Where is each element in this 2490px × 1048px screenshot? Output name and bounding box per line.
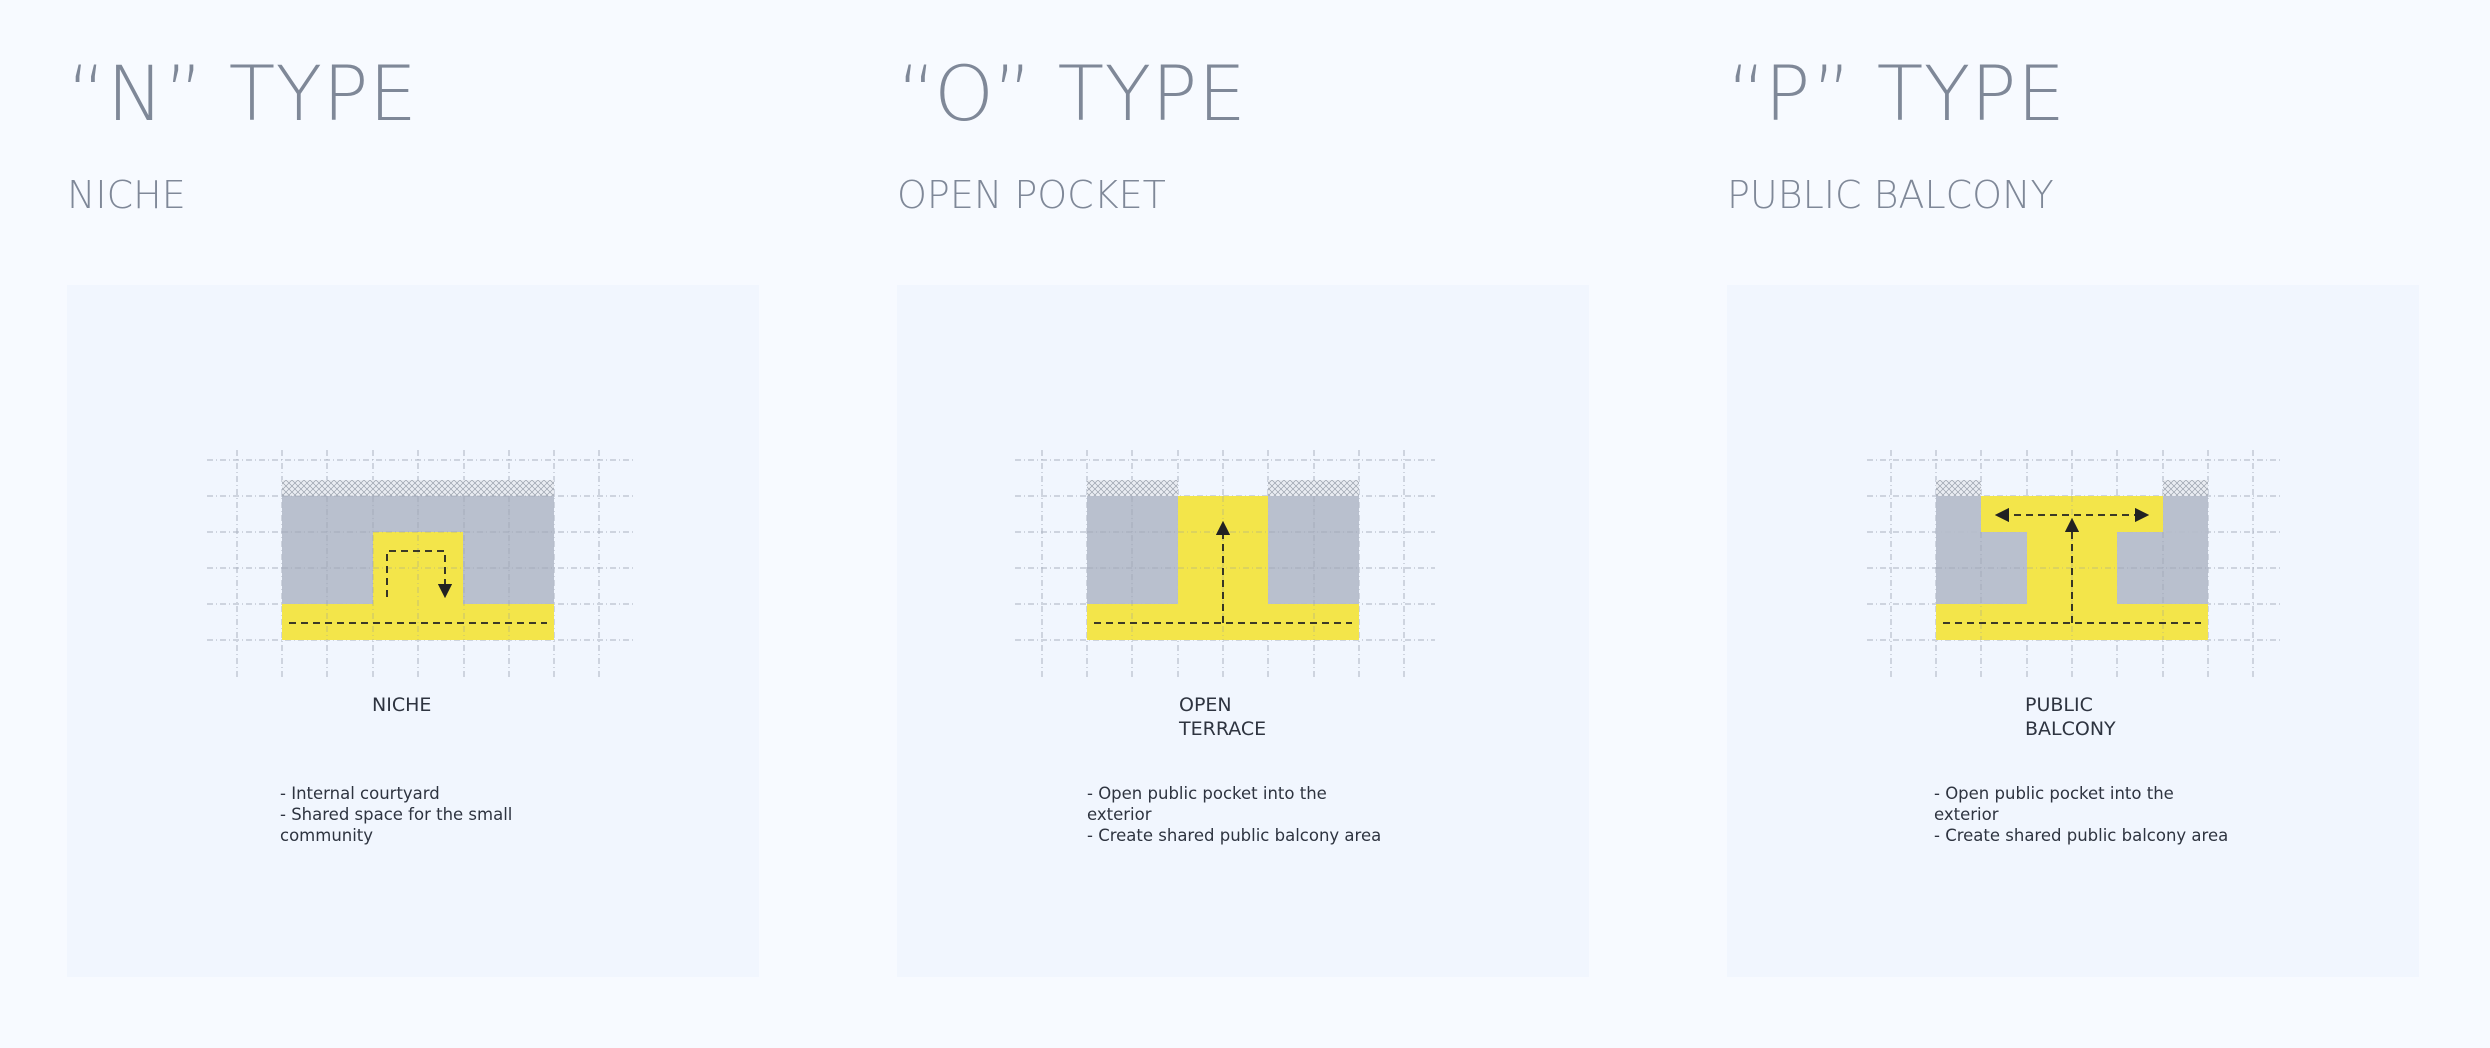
- diagram-label: NICHE: [372, 694, 432, 716]
- roof-hatch: [282, 480, 554, 496]
- type-subtitle: PUBLIC BALCONY: [1727, 173, 2054, 217]
- roof-hatch-right: [1268, 480, 1359, 496]
- roof-hatch-left: [1087, 480, 1178, 496]
- description-line: - Open public pocket into the exterior: [1087, 784, 1327, 824]
- type-subtitle: NICHE: [67, 173, 186, 217]
- type-title: “O” TYPE: [897, 49, 1247, 138]
- diagram-panel: NICHE - Internal courtyard - Shared spac…: [67, 285, 759, 977]
- roof-hatch-left: [1936, 480, 1981, 496]
- description-line: - Internal courtyard: [280, 784, 440, 803]
- open-terrace-diagram: [1015, 450, 1435, 677]
- diagram-label: PUBLIC BALCONY: [2025, 694, 2116, 740]
- building-block-left: [1087, 496, 1178, 604]
- type-subtitle: OPEN POCKET: [897, 173, 1166, 217]
- roof-hatch-right: [2163, 480, 2208, 496]
- type-column-p: “P” TYPE PUBLIC BALCONY: [1727, 0, 2419, 1048]
- circulation-arrow: [386, 550, 453, 599]
- description: - Open public pocket into the exterior -…: [1934, 783, 2234, 846]
- description: - Open public pocket into the exterior -…: [1087, 783, 1387, 846]
- description-line: - Open public pocket into the exterior: [1934, 784, 2174, 824]
- type-title: “P” TYPE: [1727, 49, 2066, 138]
- description: - Internal courtyard - Shared space for …: [280, 783, 540, 846]
- type-column-n: “N” TYPE NICHE: [67, 0, 759, 1048]
- description-line: - Create shared public balcony area: [1087, 826, 1382, 845]
- diagram-panel: OPEN TERRACE - Open public pocket into t…: [897, 285, 1589, 977]
- public-balcony-diagram: [1867, 450, 2283, 677]
- niche-diagram: [207, 450, 633, 677]
- building-block-right: [1268, 496, 1359, 604]
- description-line: - Create shared public balcony area: [1934, 826, 2229, 845]
- diagram-label: OPEN TERRACE: [1179, 694, 1267, 740]
- ground-walkway: [282, 604, 554, 640]
- type-title: “N” TYPE: [67, 49, 418, 138]
- diagram-panel: PUBLIC BALCONY - Open public pocket into…: [1727, 285, 2419, 977]
- type-column-o: “O” TYPE OPEN POCKET: [897, 0, 1589, 1048]
- description-line: - Shared space for the small community: [280, 805, 513, 845]
